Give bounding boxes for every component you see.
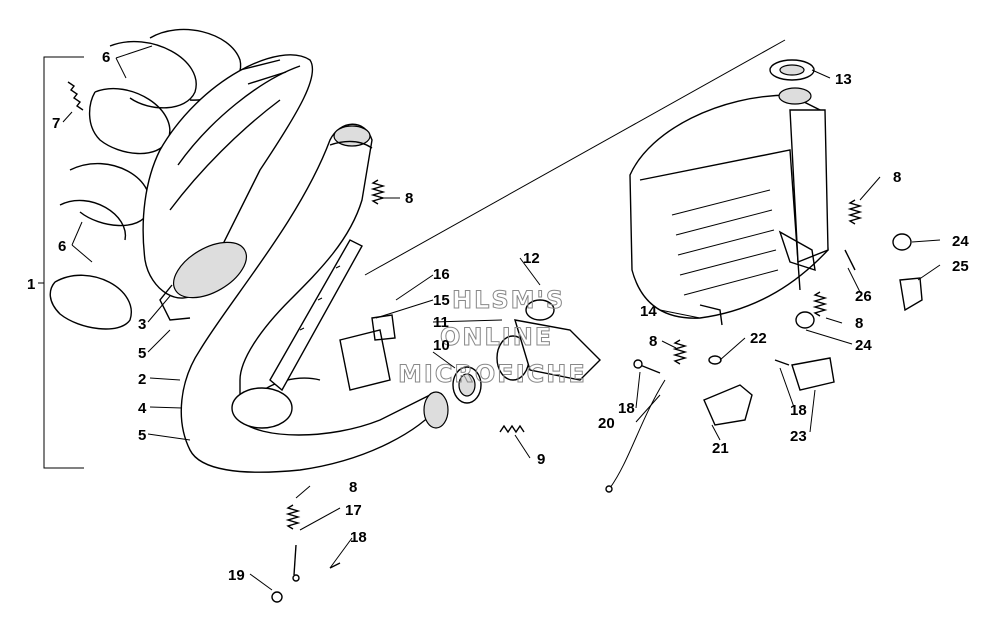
- mount-bracket: [339, 314, 396, 391]
- callout-6a: 6: [102, 49, 110, 66]
- springs: [285, 179, 863, 530]
- safety-cable: [605, 379, 666, 493]
- callout-10: 10: [433, 337, 450, 354]
- callout-9: 9: [537, 451, 545, 468]
- muffler-box: [629, 59, 829, 326]
- callout-8d: 8: [649, 333, 657, 350]
- callout-18a: 18: [350, 529, 367, 546]
- leader-line: [364, 39, 786, 276]
- expansion-chamber: [180, 123, 449, 473]
- callout-24b: 24: [855, 337, 872, 354]
- assembly-bracket: [38, 56, 84, 469]
- bracket-23: [791, 357, 835, 391]
- heat-shield: [269, 239, 363, 392]
- callout-25: 25: [952, 258, 969, 275]
- callout-8a: 8: [405, 190, 413, 207]
- callout-4: 4: [138, 400, 147, 417]
- washer-22: [708, 355, 722, 365]
- silencer: [142, 54, 314, 321]
- bracket-25: [899, 277, 923, 312]
- callout-5b: 5: [138, 427, 146, 444]
- callout-20: 20: [598, 415, 615, 432]
- callout-8b: 8: [893, 169, 901, 186]
- callout-11: 11: [433, 314, 449, 331]
- spring-7: [67, 81, 84, 111]
- watermark-line-2: ONLINE: [440, 323, 553, 351]
- callout-8f: 8: [349, 479, 357, 496]
- callout-17: 17: [345, 502, 362, 519]
- callout-15: 15: [433, 292, 450, 309]
- callout-1: 1: [27, 276, 35, 293]
- grommets: [795, 233, 912, 329]
- callout-21: 21: [712, 440, 729, 457]
- callout-5a: 5: [138, 345, 146, 362]
- hardware: [271, 249, 856, 603]
- bracket-21: [703, 384, 753, 426]
- callout-19: 19: [228, 567, 245, 584]
- callout-23: 23: [790, 428, 807, 445]
- callout-18b: 18: [618, 400, 635, 417]
- watermark-line-3: MICROFICHE: [398, 360, 587, 388]
- callout-26: 26: [855, 288, 872, 305]
- callout-leaders: [62, 45, 941, 591]
- callout-22: 22: [750, 330, 767, 347]
- callout-16: 16: [433, 266, 450, 283]
- watermark-line-1: HLSM'S: [452, 286, 565, 314]
- callouts: 1 2 3 4 5 5 6 6 7 8 8 8 8 8 8 10 11 12 1…: [27, 49, 969, 584]
- exhaust-flange: [452, 299, 601, 404]
- callout-7: 7: [52, 115, 60, 132]
- callout-13: 13: [835, 71, 852, 88]
- callout-14: 14: [640, 303, 657, 320]
- watermark: HLSM'S ONLINE MICROFICHE: [398, 286, 587, 389]
- callout-2: 2: [138, 371, 146, 388]
- callout-18c: 18: [790, 402, 807, 419]
- callout-8c: 8: [855, 315, 863, 332]
- callout-24a: 24: [952, 233, 969, 250]
- callout-12: 12: [523, 250, 540, 267]
- callout-6b: 6: [58, 238, 66, 255]
- callout-3: 3: [138, 316, 146, 333]
